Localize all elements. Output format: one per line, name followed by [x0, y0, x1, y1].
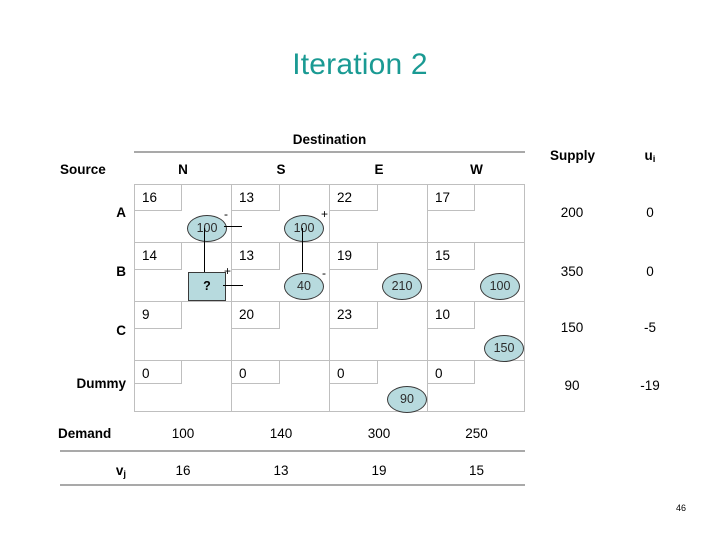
cost-c-n: 9: [135, 302, 183, 329]
row-label-dummy: Dummy: [76, 376, 126, 391]
supply-a: 200: [560, 205, 584, 220]
cost-a-e: 22: [330, 185, 378, 212]
slide-number: 46: [675, 503, 686, 513]
cost-b-n: 14: [135, 243, 183, 270]
ui-header-subscript: i: [652, 154, 656, 165]
cost-a-w: 17: [428, 185, 476, 212]
cell-b-s[interactable]: 13 40 -: [232, 243, 330, 302]
cost-dummy-s: 0: [232, 361, 280, 384]
allocation-b-e[interactable]: 210: [382, 273, 422, 300]
ui-dummy: -19: [640, 378, 660, 393]
cost-a-s: 13: [232, 185, 280, 212]
cost-dummy-w: 0: [428, 361, 476, 384]
cell-c-e[interactable]: 23: [330, 302, 428, 361]
supply-dummy: 90: [564, 378, 580, 393]
demand-n: 100: [171, 426, 195, 441]
cost-b-w: 15: [428, 243, 476, 270]
cost-b-s: 13: [232, 243, 280, 270]
allocation-b-n[interactable]: ?: [188, 272, 226, 301]
column-header-e: E: [374, 162, 384, 177]
cell-dummy-n[interactable]: 0: [134, 361, 232, 412]
cell-c-n[interactable]: 9: [134, 302, 232, 361]
allocation-c-w[interactable]: 150: [484, 335, 524, 362]
demand-e: 300: [367, 426, 391, 441]
ui-b: 0: [646, 264, 654, 279]
sign-b-s: -: [322, 266, 326, 280]
allocation-a-n[interactable]: 100: [187, 215, 227, 242]
supply-b: 350: [560, 264, 584, 279]
sign-a-s: +: [321, 207, 329, 221]
cell-dummy-w[interactable]: 0: [428, 361, 525, 412]
row-label-b: B: [116, 264, 126, 279]
cell-a-w[interactable]: 17: [428, 184, 525, 243]
cell-b-w[interactable]: 15 100: [428, 243, 525, 302]
cell-c-s[interactable]: 20: [232, 302, 330, 361]
cell-a-s[interactable]: 13 100 +: [232, 184, 330, 243]
allocation-b-w[interactable]: 100: [480, 273, 520, 300]
column-header-w: W: [470, 162, 483, 177]
cell-b-n[interactable]: 14 ? +: [134, 243, 232, 302]
column-header-s: S: [276, 162, 286, 177]
demand-w: 250: [465, 426, 488, 441]
loop-link-a-n-to-b-n: [204, 228, 205, 272]
loop-link-a-s-to-b-s: [302, 228, 303, 272]
sign-b-n: +: [224, 264, 232, 278]
demand-s: 140: [269, 426, 293, 441]
supply-c: 150: [560, 320, 584, 335]
loop-link-a-n-to-a-s: [224, 226, 242, 227]
vj-s: 13: [273, 463, 289, 478]
cost-c-e: 23: [330, 302, 378, 329]
allocation-b-s[interactable]: 40: [284, 273, 324, 300]
cell-b-e[interactable]: 19 210: [330, 243, 428, 302]
row-label-a: A: [116, 205, 126, 220]
column-header-n: N: [178, 162, 188, 177]
vj-n: 16: [175, 463, 191, 478]
cost-dummy-n: 0: [135, 361, 183, 384]
vj-header-subscript: j: [123, 469, 126, 480]
demand-rule: [60, 450, 525, 452]
cell-a-e[interactable]: 22: [330, 184, 428, 243]
cost-dummy-e: 0: [330, 361, 378, 384]
ui-a: 0: [646, 205, 654, 220]
vj-w: 15: [468, 463, 485, 478]
destination-header: Destination: [292, 132, 367, 147]
cost-b-e: 19: [330, 243, 378, 270]
cost-a-n: 16: [135, 185, 183, 212]
ui-header-letter: u: [644, 148, 653, 163]
cost-c-s: 20: [232, 302, 280, 329]
cell-dummy-e[interactable]: 0 90: [330, 361, 428, 413]
cell-dummy-s[interactable]: 0: [232, 361, 330, 412]
vj-rule: [60, 484, 525, 486]
transportation-tableau: 16 100 - 13 100 + 22 17 14 ? + 13 40 - 1…: [134, 184, 525, 413]
demand-header: Demand: [58, 426, 112, 441]
ui-c: -5: [643, 320, 656, 335]
vj-header-letter: v: [115, 463, 124, 478]
source-header: Source: [60, 162, 106, 177]
loop-link-b-n-to-b-s: [223, 285, 243, 286]
vj-e: 19: [371, 463, 387, 478]
vj-header: vj: [48, 463, 126, 480]
cost-c-w: 10: [428, 302, 476, 329]
ui-header: ui: [620, 148, 680, 165]
cell-a-n[interactable]: 16 100 -: [134, 184, 232, 243]
row-label-c: C: [116, 323, 126, 338]
cell-c-w[interactable]: 10 150: [428, 302, 525, 362]
destination-rule: [134, 151, 525, 153]
supply-header: Supply: [549, 148, 595, 163]
sign-a-n: -: [224, 207, 228, 221]
allocation-dummy-e[interactable]: 90: [387, 386, 427, 413]
page-title: Iteration 2: [292, 48, 428, 81]
allocation-a-s[interactable]: 100: [284, 215, 324, 242]
